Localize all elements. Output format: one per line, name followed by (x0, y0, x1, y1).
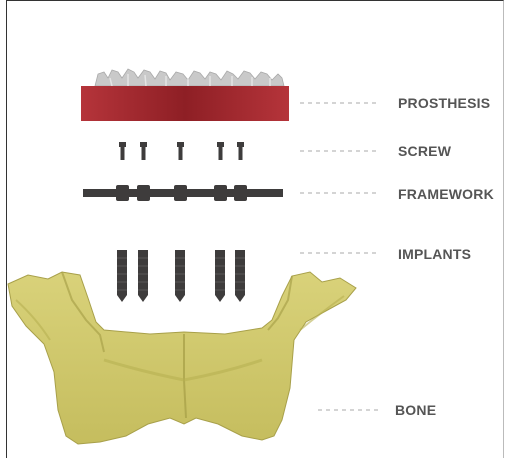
implants (117, 250, 245, 302)
screw (140, 142, 147, 160)
label-bone: BONE (395, 402, 436, 418)
prosthesis-base (81, 86, 289, 121)
screw (177, 142, 184, 160)
label-screw: SCREW (398, 143, 451, 159)
framework-bar (83, 185, 283, 201)
label-implants: IMPLANTS (398, 246, 471, 262)
label-framework: FRAMEWORK (398, 186, 494, 202)
screw (237, 142, 244, 160)
label-prosthesis: PROSTHESIS (398, 95, 490, 111)
screws (119, 142, 244, 160)
screw (217, 142, 224, 160)
screw (119, 142, 126, 160)
prosthesis-teeth (95, 69, 284, 86)
leader-lines (300, 103, 380, 410)
